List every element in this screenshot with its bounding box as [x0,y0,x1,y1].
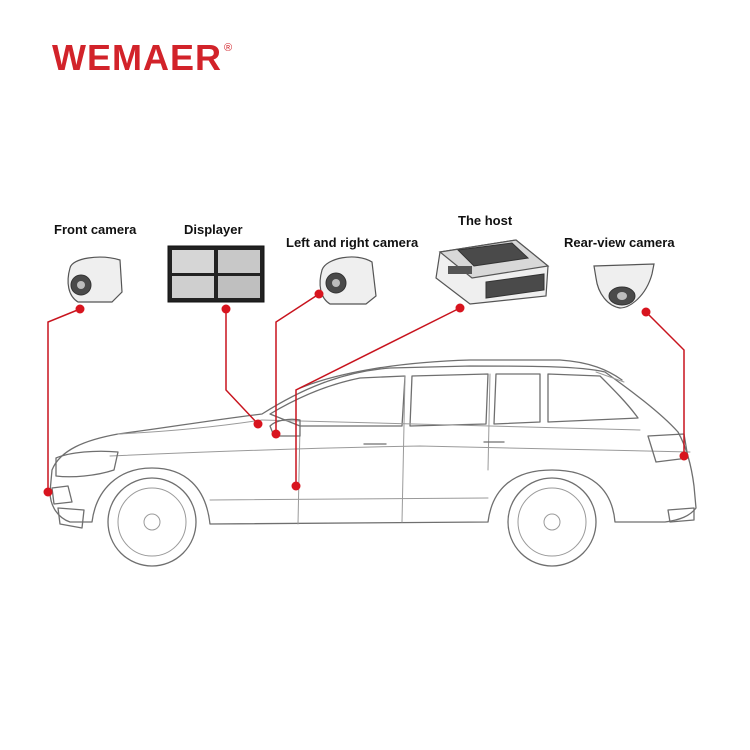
host-icon [436,240,548,304]
wire-side-camera [276,294,319,434]
dot-displayer-car [254,420,263,429]
connection-dots [44,290,689,497]
dot-host-car [292,482,301,491]
dot-front-camera-top [76,305,85,314]
dot-front-camera-car [44,488,53,497]
wire-displayer [226,309,258,424]
wire-front-camera [48,309,80,492]
dot-rear-camera-car [680,452,689,461]
connection-wires [48,294,684,492]
dot-rear-camera-top [642,308,651,317]
dot-side-camera-top [315,290,324,299]
dot-host-top [456,304,465,313]
dot-side-camera-car [272,430,281,439]
displayer-icon [168,246,264,302]
car-illustration [50,360,696,566]
dot-displayer-top [222,305,231,314]
wire-host [296,308,460,486]
rear-camera-icon [594,264,654,308]
side-camera-icon [320,257,376,304]
front-camera-icon [68,257,122,302]
